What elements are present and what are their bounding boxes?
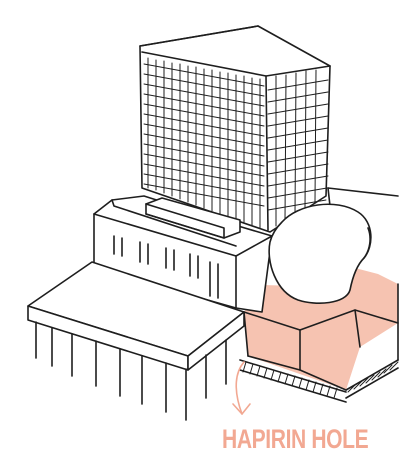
podium	[93, 195, 273, 313]
hall-block	[243, 309, 399, 391]
hall-highlight	[244, 268, 398, 390]
round-hall	[268, 203, 372, 304]
tower-front-grid	[143, 57, 265, 229]
arrow-down-icon	[232, 361, 251, 415]
canopy-columns	[35, 321, 227, 421]
tower-side-grid	[267, 69, 329, 227]
hall-caption: HAPIRIN HOLE	[222, 424, 369, 454]
hatch-edge-right	[347, 361, 399, 393]
plaza-platform	[327, 187, 399, 399]
hatch-edge-bottom	[239, 359, 347, 403]
podium-windows	[113, 235, 219, 299]
tower	[139, 25, 331, 233]
canopy	[27, 261, 245, 421]
